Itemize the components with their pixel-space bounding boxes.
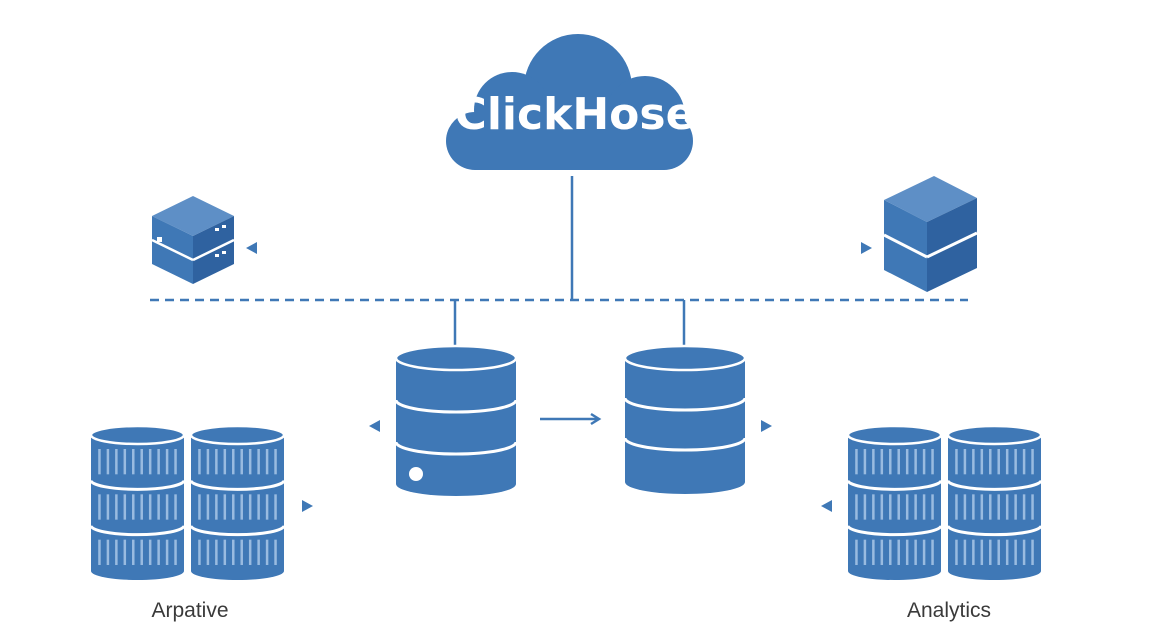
left-pointer-icon — [369, 420, 380, 432]
right-pointer-icon — [761, 420, 772, 432]
server-box-icon — [151, 196, 235, 284]
left-pointer-icon — [821, 500, 832, 512]
right-pointer-icon — [861, 242, 872, 254]
replication-arrow-icon — [540, 412, 602, 426]
replica-database-icon — [623, 344, 747, 494]
left-pointer-icon — [246, 242, 257, 254]
status-dot — [409, 467, 423, 481]
cloud-title: ClickHose — [455, 89, 696, 140]
right-pointer-icon — [302, 500, 313, 512]
left-cluster-label: Arpative — [151, 599, 228, 622]
database-cylinder-icon — [846, 424, 943, 580]
primary-database-icon — [394, 344, 518, 496]
cloud-icon — [446, 34, 693, 170]
cube-box-icon — [883, 176, 978, 292]
pointer-icons — [246, 242, 872, 512]
cloud-node: ClickHose — [446, 34, 695, 170]
right-cluster-label: Analytics — [907, 599, 991, 622]
database-cylinder-icon — [89, 424, 186, 580]
database-cluster-left — [89, 424, 286, 580]
database-cylinder-icon — [946, 424, 1043, 580]
database-cluster-right — [846, 424, 1043, 580]
connectors — [150, 176, 968, 345]
database-cylinder-icon — [189, 424, 286, 580]
